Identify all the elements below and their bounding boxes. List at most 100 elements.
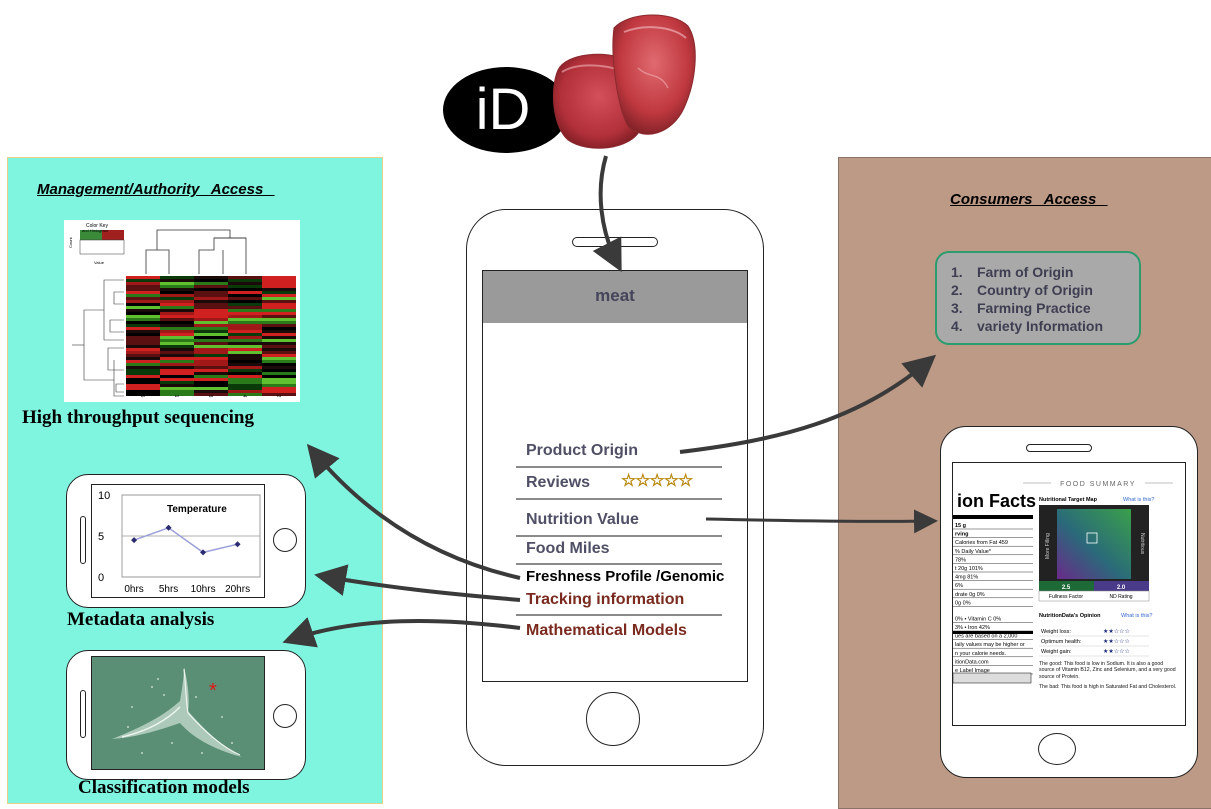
heatmap-cell: [194, 384, 228, 387]
heatmap-cell: [194, 390, 228, 393]
heatmap-cell: [262, 315, 296, 318]
heatmap-cell: [160, 321, 194, 324]
heatmap-cell: [126, 309, 160, 312]
heatmap-cell: [262, 321, 296, 324]
heatmap-cell: [194, 285, 228, 288]
heatmap-cell: [126, 333, 160, 336]
heatmap-cell: [160, 360, 194, 363]
menu-item-mathematical-models[interactable]: Mathematical Models: [526, 622, 687, 639]
heatmap-cell: [228, 366, 262, 369]
origin-list-item: 2.Country of Origin: [951, 282, 1093, 298]
heatmap-cell: [194, 282, 228, 285]
phone-home-button[interactable]: [586, 692, 640, 746]
heatmap-cell: [228, 360, 262, 363]
metadata-phone-home-button[interactable]: [273, 528, 297, 552]
heatmap-cell: [126, 336, 160, 339]
origin-list-item: 4.variety Information: [951, 318, 1104, 334]
heatmap-cell: [126, 327, 160, 330]
temperature-point: [131, 537, 138, 544]
heatmap-cell: [228, 324, 262, 327]
heatmap-cell: [262, 375, 296, 378]
heatmap-cell: [160, 339, 194, 342]
orcid-id-badge[interactable]: iD: [443, 67, 569, 153]
heatmap-cell: [228, 369, 262, 372]
temperature-x-tick: 10hrs: [191, 584, 216, 595]
heatmap-cell: [194, 330, 228, 333]
heatmap-cell: [194, 342, 228, 345]
heatmap-cell: [228, 294, 262, 297]
temperature-x-tick: 0hrs: [124, 584, 143, 595]
opinion-stars-icon: ★★☆☆☆: [1103, 648, 1130, 655]
heatmap-cell: [126, 330, 160, 333]
heatmap-cell: [160, 309, 194, 312]
heatmap-cell: [126, 378, 160, 381]
heatmap-cell: [160, 336, 194, 339]
heatmap-cell: [228, 306, 262, 309]
heatmap-cell: [262, 354, 296, 357]
heatmap-cell: [126, 357, 160, 360]
consumer-phone-home-button[interactable]: [1038, 733, 1076, 765]
heatmap-cell: [126, 360, 160, 363]
reviews-stars-icon: ☆☆☆☆☆: [621, 471, 693, 490]
heatmap-cell: [126, 291, 160, 294]
heatmap-cell: [228, 378, 262, 381]
what-is-this-link: What is this?: [1123, 497, 1154, 503]
heatmap-cell: [160, 378, 194, 381]
heatmap-cell: [160, 312, 194, 315]
heatmap-cell: [262, 288, 296, 291]
heatmap-cell: [194, 381, 228, 384]
heatmap-cell: [126, 300, 160, 303]
heatmap-cell: [194, 345, 228, 348]
heatmap-cell: [160, 369, 194, 372]
heatmap-cell: [228, 312, 262, 315]
classification-phone-home-button[interactable]: [273, 704, 297, 728]
heatmap-cell: [228, 315, 262, 318]
label-high-throughput-sequencing: High throughput sequencing: [22, 407, 254, 428]
heatmap-cell: [126, 369, 160, 372]
menu-item-reviews[interactable]: Reviews: [526, 474, 591, 491]
temperature-y-tick: 10: [98, 490, 110, 502]
heatmap-cell: [228, 339, 262, 342]
column-dendrogram: [145, 229, 247, 274]
nutrition-facts-row: 0% • Vitamin C 0%: [955, 616, 1001, 622]
temperature-y-tick: 0: [98, 572, 104, 584]
heatmap-cell: [262, 366, 296, 369]
heatmap-cell: [262, 351, 296, 354]
heatmap-cell: [194, 288, 228, 291]
heatmap-cell: [228, 333, 262, 336]
heatmap-cell: [194, 348, 228, 351]
menu-item-nutrition-value[interactable]: Nutrition Value: [526, 511, 639, 528]
heatmap-cell: [160, 279, 194, 282]
heatmap-cell: [262, 342, 296, 345]
temperature-x-tick: 5hrs: [159, 584, 178, 595]
classification-phone-speaker: [80, 690, 86, 738]
heatmap-cell: [262, 381, 296, 384]
heatmap-cell: [194, 333, 228, 336]
menu-item-freshness-profile[interactable]: Freshness Profile /Genomic: [526, 568, 725, 585]
heatmap-column-label: 2: [275, 395, 281, 398]
heatmap-cell: [194, 339, 228, 342]
svg-text:More Filling: More Filling: [1045, 533, 1051, 559]
heatmap-cell: [262, 306, 296, 309]
heatmap-cell: [160, 372, 194, 375]
opinion-row-label: Optimum health:: [1041, 639, 1082, 645]
heatmap-cell: [194, 324, 228, 327]
classification-scatter: *: [112, 667, 242, 757]
opinion-stars-icon: ★★☆☆☆: [1103, 628, 1130, 635]
heatmap-cell: [262, 378, 296, 381]
classification-plot: *: [91, 656, 265, 770]
nutrition-facts-row: 78%: [955, 557, 966, 563]
menu-item-food-miles[interactable]: Food Miles: [526, 540, 610, 557]
menu-item-tracking-information[interactable]: Tracking information: [526, 591, 685, 608]
heatmap-cell: [160, 330, 194, 333]
heatmap-cell: [160, 348, 194, 351]
heatmap-cell: [194, 336, 228, 339]
management-panel-title: Management/Authority Access : [37, 181, 275, 198]
menu-item-product-origin[interactable]: Product Origin: [526, 442, 638, 459]
heatmap-cell: [194, 300, 228, 303]
nutrition-facts-row: 0g 0%: [955, 600, 971, 606]
heatmap-cell: [160, 381, 194, 384]
target-map-grid: [1057, 509, 1131, 579]
consumers-panel-title: Consumers Access : [950, 191, 1108, 208]
